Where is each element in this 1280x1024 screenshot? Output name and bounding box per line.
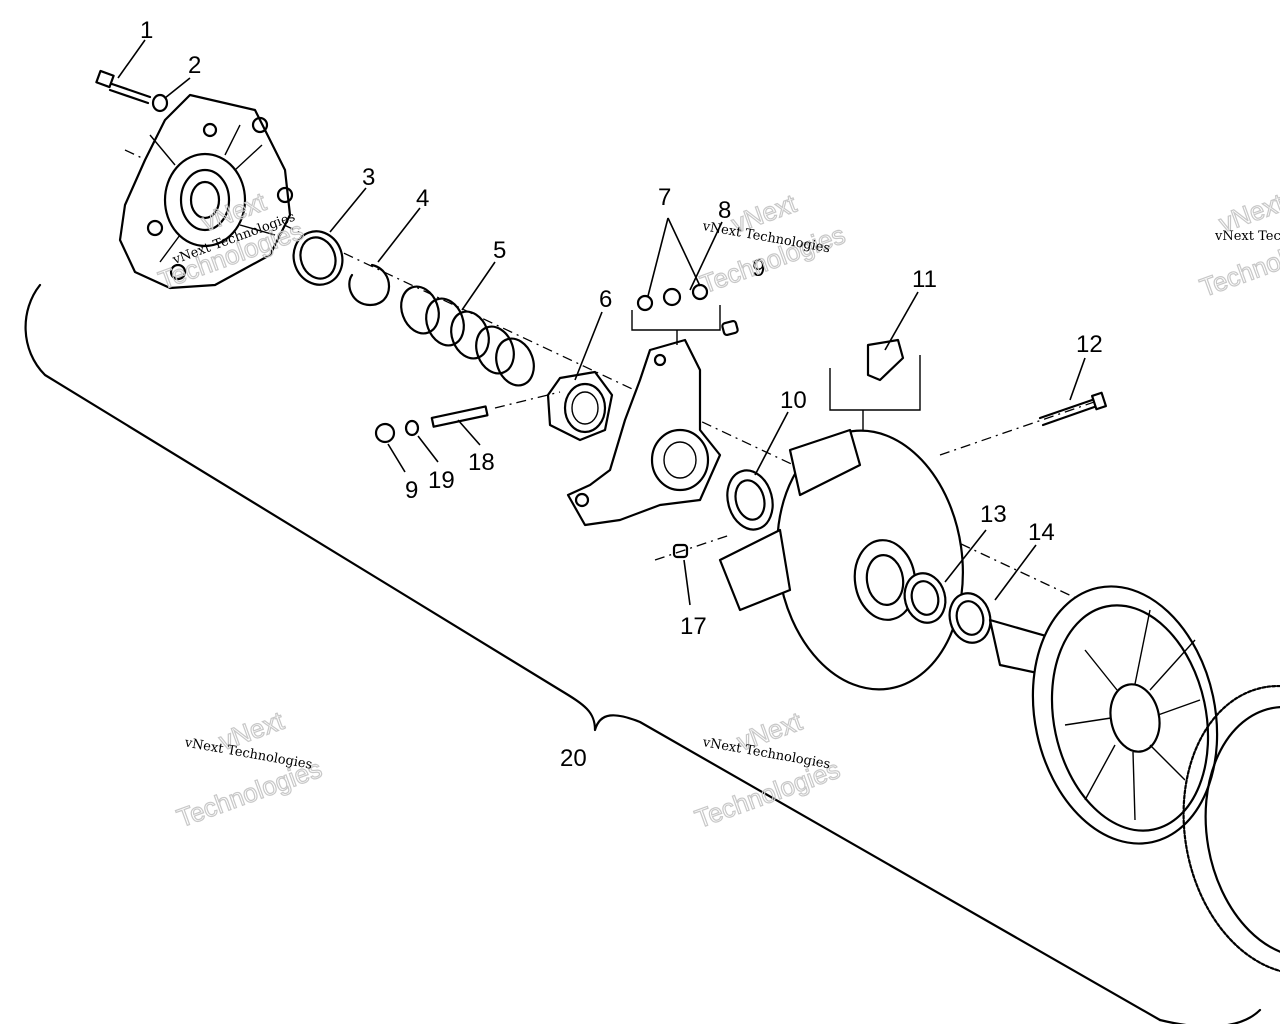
callout-17: 17 [680,613,707,640]
callout-12: 12 [1076,331,1103,358]
callout-6: 6 [599,286,612,313]
fixed-sheave-bushing [948,592,992,644]
callout-4: 4 [416,185,429,212]
cover-washer [151,93,169,113]
spacer-washer [726,469,774,531]
callout-11: 11 [912,266,937,293]
bolt-axis-line [939,399,1101,456]
watermark-3-text: vNext Technologies [1214,229,1280,244]
snap-ring [348,263,391,307]
sheave-bushing [903,572,947,624]
roller-cam [546,370,614,442]
callout-7: 7 [658,184,671,211]
pin-assembly [374,405,489,444]
fixed-sheave [1031,585,1219,845]
callout-20: 20 [560,745,587,772]
clutch-cover [118,93,294,290]
moveable-sheave [718,428,964,691]
ring-gear [1182,684,1280,976]
assembly-brace [24,283,1162,1022]
callout-18: 18 [468,449,495,476]
callout-9-lower: 9 [405,477,418,504]
cover-bolt [95,69,152,105]
callout-3: 3 [362,164,375,191]
callout-10: 10 [780,387,807,414]
roller-pin-bracket [829,338,921,430]
callout-2: 2 [188,52,201,79]
callout-13: 13 [980,501,1007,528]
leader-lines [117,39,1086,606]
callout-14: 14 [1028,519,1055,546]
arm-nut [721,319,739,337]
callout-19: 19 [428,467,455,494]
bushing [292,230,344,286]
callout-1: 1 [140,17,153,44]
callout-5: 5 [493,237,506,264]
callout-9-upper: 9 [752,255,765,282]
spider-arm [566,338,722,527]
nut-axis-line [654,534,731,561]
clutch-spring [400,285,535,387]
arm-fastener-kit [631,283,721,345]
callout-8: 8 [718,197,731,224]
sheave-bolt [1038,391,1108,427]
assembly-brace-end [1158,1008,1262,1024]
